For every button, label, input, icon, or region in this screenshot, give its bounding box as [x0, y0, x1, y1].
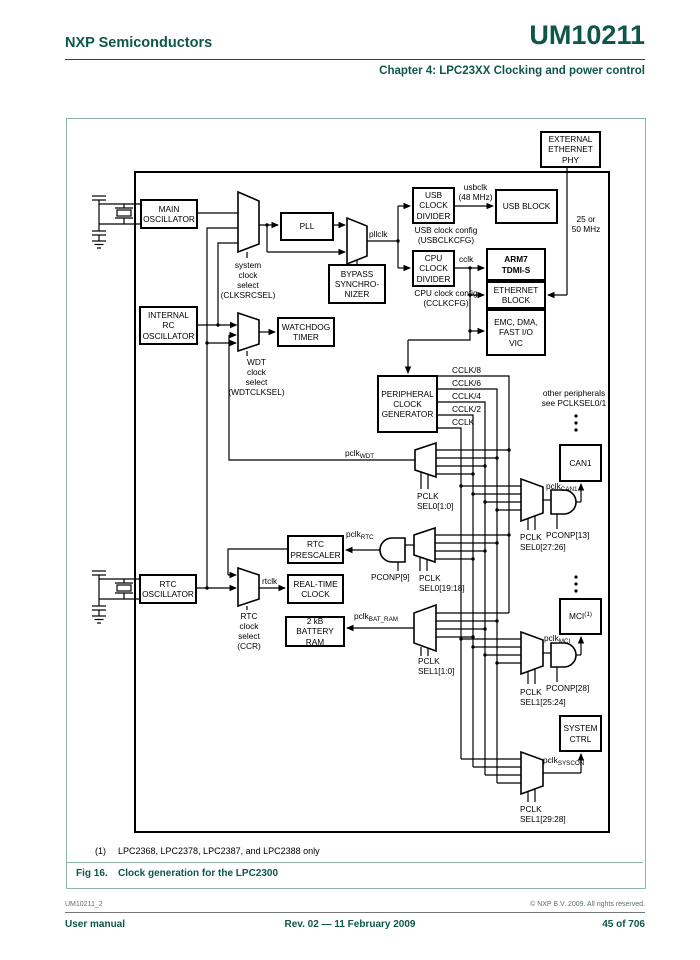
pclk-can1-mux-icon — [520, 477, 544, 523]
block-pll: PLL — [280, 212, 334, 241]
pclk-mci-mux-icon — [520, 630, 544, 676]
vendor-name: NXP Semiconductors — [65, 35, 213, 51]
cclk8-label: CCLK/8 — [452, 365, 482, 375]
cclk-label: cclk — [459, 254, 474, 264]
cclk4-label: CCLK/4 — [452, 391, 482, 401]
footnote-number: (1) — [95, 846, 106, 856]
pll-bypass-mux-icon — [346, 216, 368, 266]
cclk1-label: CCLK — [452, 417, 475, 427]
block-can1: CAN1 — [559, 444, 602, 482]
block-system-ctrl: SYSTEM CTRL — [559, 715, 602, 752]
pclk-sel0-1918-label: PCLK SEL0[19:18] — [419, 573, 465, 593]
can1-clock-and-gate-icon — [550, 489, 577, 515]
block-peripheral-clock-generator: PERIPHERAL CLOCK GENERATOR — [377, 375, 438, 433]
rtc-clock-select-label: RTC clock select (CCR) — [237, 611, 261, 651]
wdt-clock-select-label: WDT clock select (WDTCLKSEL) — [228, 357, 285, 397]
pclk-sel0-2726-label: PCLK SEL0[27:26] — [520, 532, 566, 552]
block-external-ethernet-phy: EXTERNAL ETHERNET PHY — [540, 131, 601, 168]
mci-clock-and-gate-icon — [550, 642, 577, 668]
pclk-wdt-label: pclkWDT — [345, 448, 375, 460]
system-clock-select-mux-icon — [237, 190, 260, 254]
ellipsis-dots-icon — [574, 414, 578, 593]
header-rule — [65, 59, 645, 60]
chapter-title: Chapter 4: LPC23XX Clocking and power co… — [379, 65, 645, 77]
pclk-sel1-2928-label: PCLK SEL1[29:28] — [520, 804, 566, 824]
cclk2-label: CCLK/2 — [452, 404, 482, 414]
block-internal-rc-oscillator: INTERNAL RC OSCILLATOR — [139, 306, 198, 345]
pclk-rtc-mux-icon — [413, 526, 436, 564]
usb-clock-config-label: USB clock config (USBCLKCFG) — [414, 225, 478, 245]
document-id: UM10211 — [529, 20, 645, 50]
other-peripherals-label: other peripherals see PCLKSEL0/1 — [541, 388, 607, 408]
pclk-mci-label: pclkMCI — [544, 633, 571, 645]
block-arm7-tdmi-s: ARM7 TDMI-S — [486, 248, 546, 281]
block-battery-ram: 2 kB BATTERY RAM — [285, 616, 345, 647]
block-rtc-oscillator: RTC OSCILLATOR — [139, 574, 197, 604]
pconp28-label: PCONP[28] — [546, 683, 590, 693]
figure-frame — [66, 118, 646, 889]
pclk-rtc-label: pclkRTC — [346, 529, 374, 541]
footer-doc-type: User manual — [65, 919, 126, 930]
pclk-batram-mux-icon — [413, 603, 437, 653]
block-real-time-clock: REAL-TIME CLOCK — [287, 574, 344, 604]
block-usb-block: USB BLOCK — [495, 189, 558, 224]
pclk-sel1-10-label: PCLK SEL1[1:0] — [418, 656, 455, 676]
pclk-syscon-mux-icon — [520, 750, 544, 796]
block-watchdog-timer: WATCHDOG TIMER — [277, 317, 335, 347]
junction-dots — [205, 223, 511, 665]
usbclk-label: usbclk (48 MHz) — [458, 182, 493, 202]
mhz-25-50-label: 25 or 50 MHz — [571, 214, 601, 234]
cclk6-label: CCLK/6 — [452, 378, 482, 388]
block-bypass-synchronizer: BYPASS SYNCHRO- NIZER — [328, 264, 386, 304]
footer-revision: Rev. 02 — 11 February 2009 — [284, 919, 416, 930]
block-main-oscillator: MAIN OSCILLATOR — [140, 199, 198, 229]
block-cpu-clock-divider: CPU CLOCK DIVIDER — [412, 250, 455, 287]
rtc-clock-select-mux-icon — [237, 566, 260, 608]
main-oscillator-crystal-icon — [92, 195, 140, 249]
footer-rule — [65, 912, 645, 913]
pconp13-label: PCONP[13] — [546, 530, 590, 540]
block-ethernet-block: ETHERNET BLOCK — [486, 281, 546, 309]
footer-page-info: 45 of 706 — [602, 919, 645, 930]
pclk-syscon-label: pclkSYSCON — [543, 755, 585, 767]
rtc-oscillator-crystal-icon — [92, 570, 139, 624]
pconp9-label: PCONP[9] — [371, 572, 410, 582]
block-usb-clock-divider: USB CLOCK DIVIDER — [412, 187, 455, 224]
pclk-batram-label: pclkBAT_RAM — [354, 611, 399, 623]
wdt-clock-select-mux-icon — [237, 311, 260, 353]
pclk-sel0-10-label: PCLK SEL0[1:0] — [417, 491, 454, 511]
system-clock-select-label: system clock select (CLKSRCSEL) — [220, 260, 276, 300]
rtclk-label: rtclk — [262, 576, 278, 586]
block-rtc-prescaler: RTC PRESCALER — [287, 535, 344, 564]
pclk-sel1-2524-label: PCLK SEL1[25:24] — [520, 687, 566, 707]
pclk-wdt-mux-icon — [414, 441, 437, 479]
pllclk-label: pllclk — [369, 229, 388, 239]
rtc-clock-and-gate-icon — [379, 537, 406, 563]
footer-copyright: © NXP B.V. 2009. All rights reserved. — [530, 901, 645, 908]
diagram-inner-border — [134, 171, 610, 833]
block-emc-dma-fastio-vic: EMC, DMA, FAST I/O VIC — [486, 309, 546, 356]
caption-rule — [67, 862, 643, 863]
footnote-text: LPC2368, LPC2378, LPC2387, and LPC2388 o… — [118, 846, 320, 856]
cpu-clock-config-label: CPU clock config (CCLKCFG) — [414, 288, 478, 308]
figure-caption-label: Fig 16. — [76, 868, 108, 879]
footer-doc-ref: UM10211_2 — [65, 901, 103, 908]
figure-caption-text: Clock generation for the LPC2300 — [118, 868, 279, 879]
block-mci: MCI(1) — [559, 598, 602, 635]
pclk-can1-label: pclkCAN1 — [546, 481, 578, 493]
